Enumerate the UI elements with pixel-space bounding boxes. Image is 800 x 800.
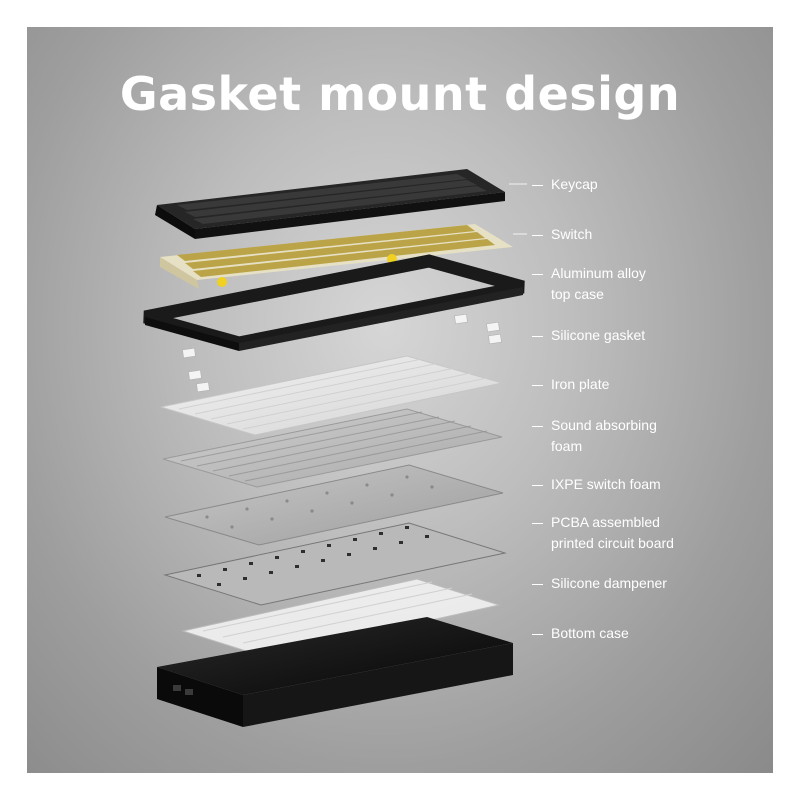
sound-foam-layer [162,408,503,488]
keycap-layer [155,169,505,239]
iron-plate-layer [160,355,503,436]
label-keycap: Keycap [532,174,598,195]
top-case-frame [143,254,525,351]
label-iron-plate: Iron plate [532,374,609,395]
leader-lines [509,183,527,235]
bottom-case-layer [157,617,513,727]
label-switch: Switch [532,224,592,245]
poster: Gasket mount design [27,27,773,773]
label-silicone-dampener: Silicone dampener [532,573,667,594]
switch-layer [160,224,513,289]
label-bottom-case: Bottom case [532,623,629,644]
ixpe-foam-layer [164,464,504,546]
pcba-layer [163,522,507,606]
silicone-gasket-pads [182,313,502,393]
page-title: Gasket mount design [119,67,681,121]
exploded-keyboard-illustration [143,169,527,727]
label-silicone-gasket: Silicone gasket [532,325,645,346]
label-ixpe-foam: IXPE switch foam [532,474,661,495]
silicone-dampener-layer [181,578,501,658]
